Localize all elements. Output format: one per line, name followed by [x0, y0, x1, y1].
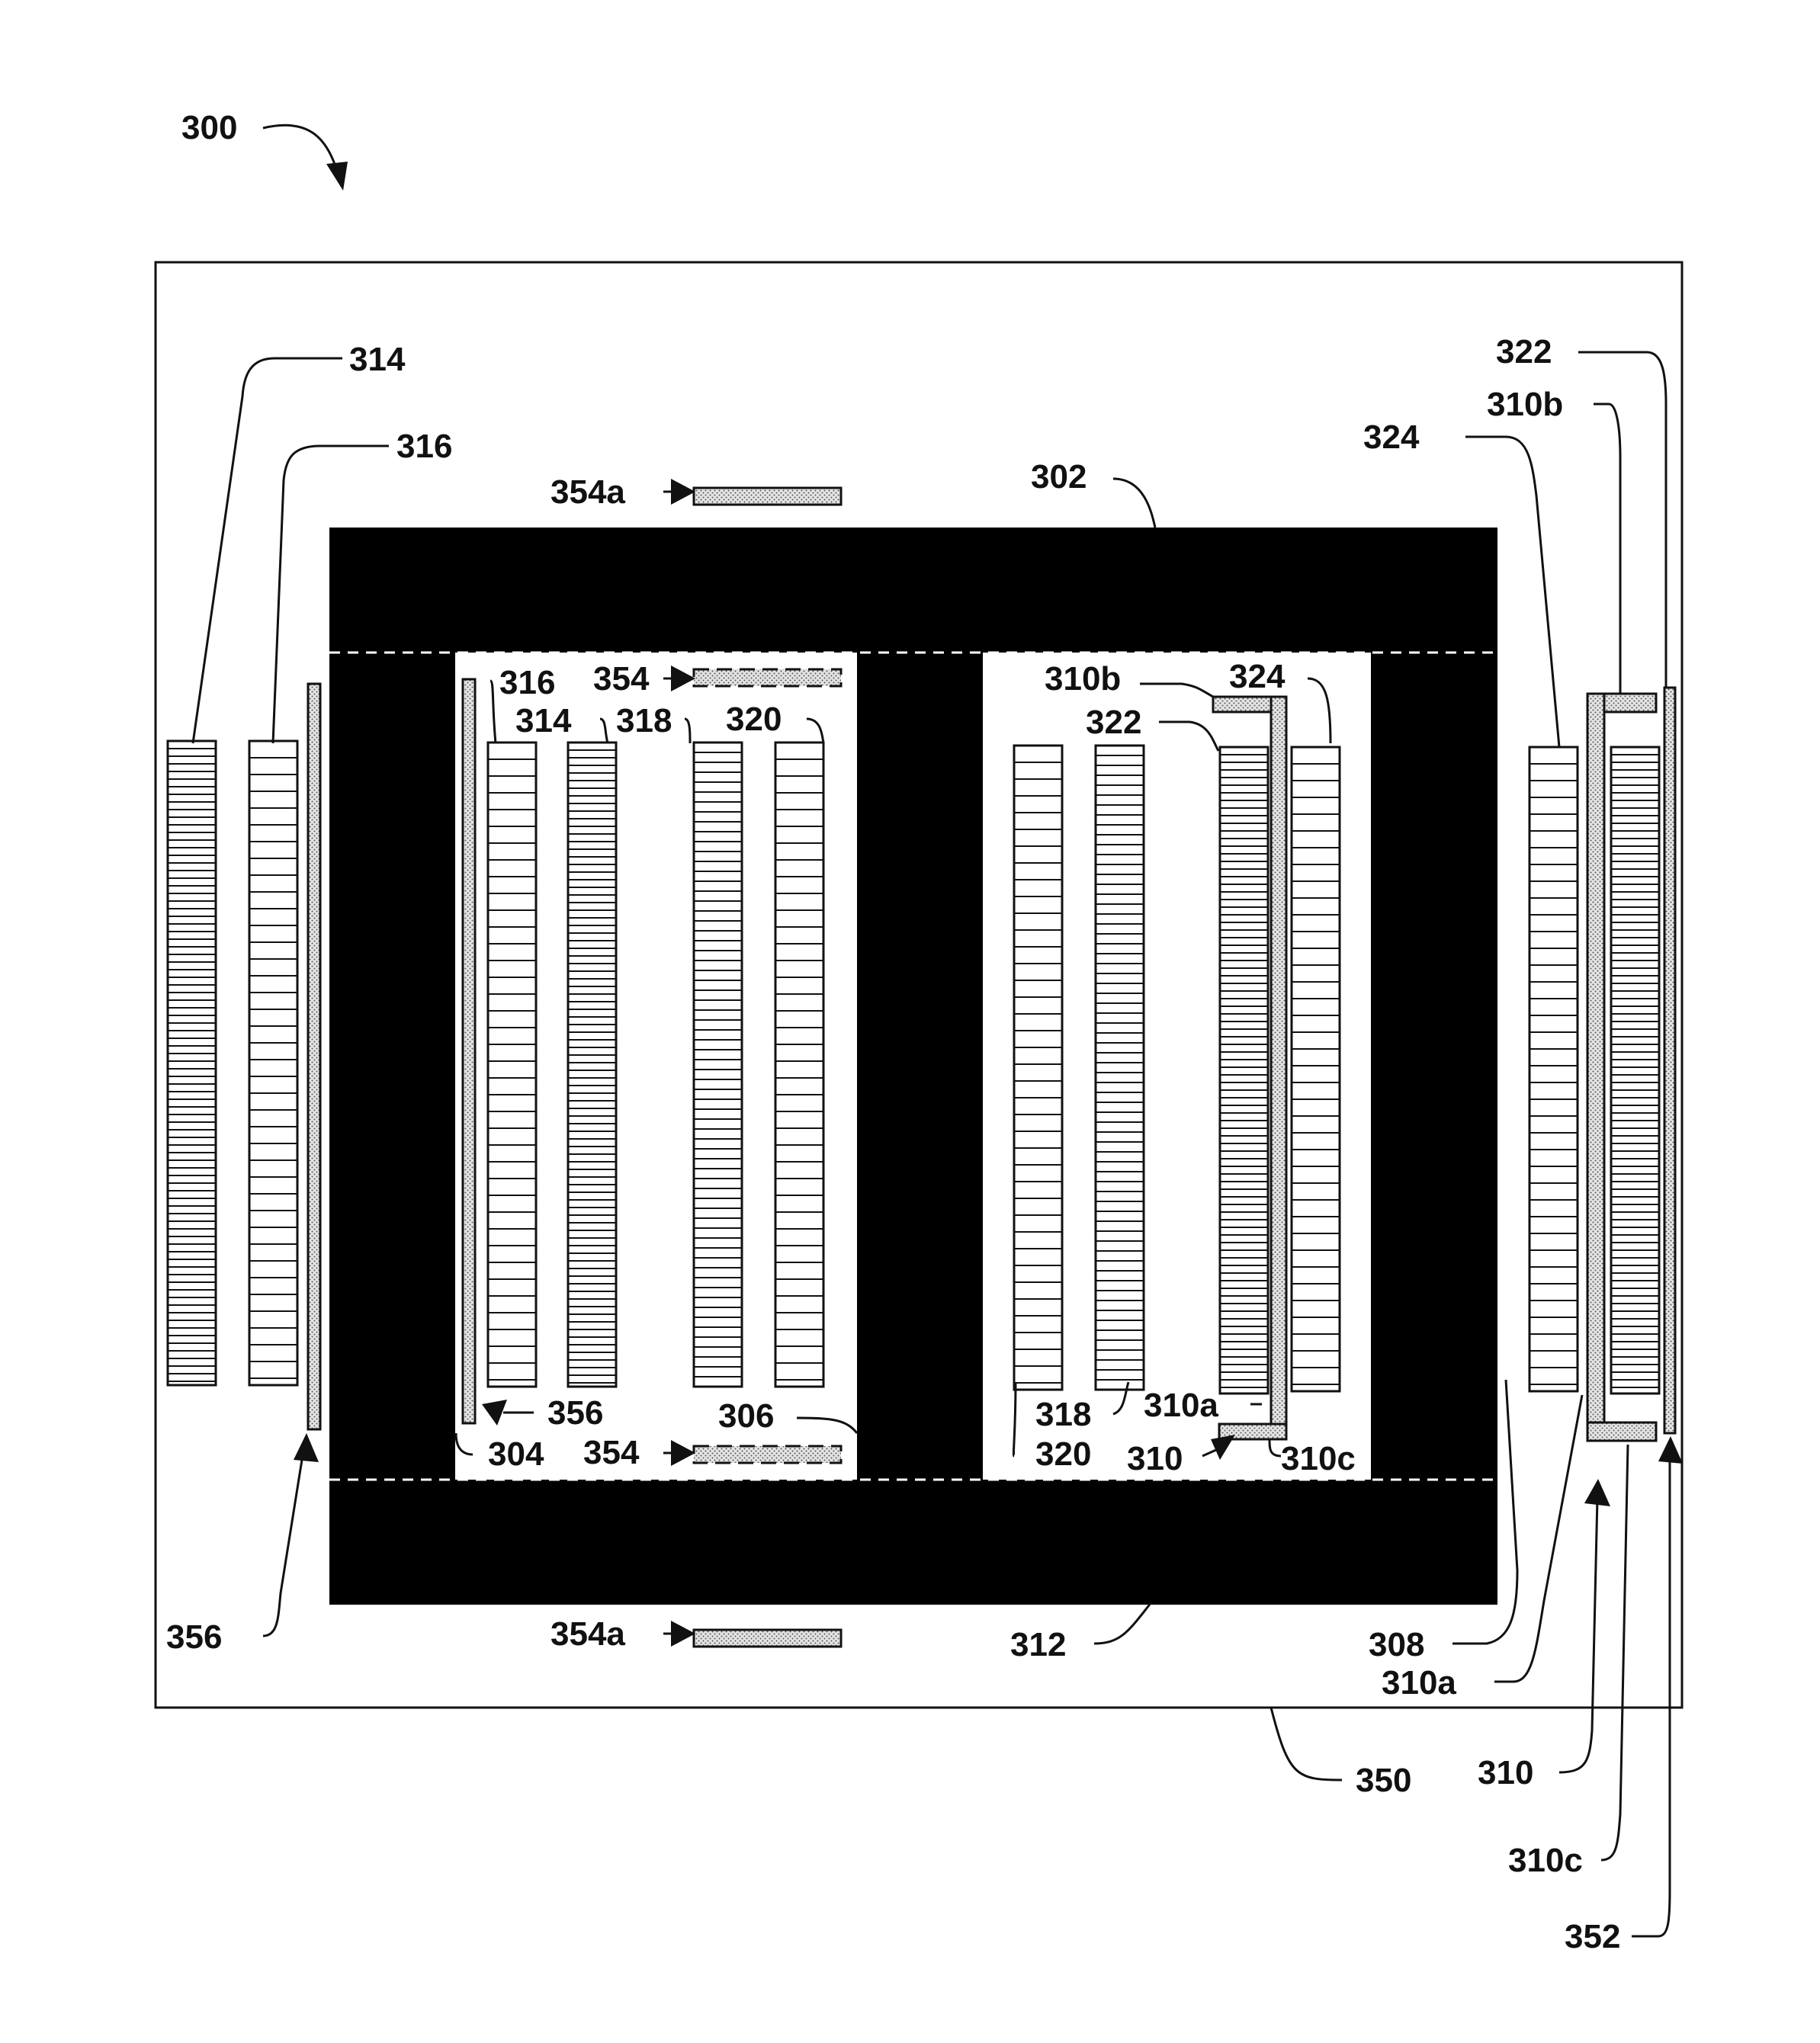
- label-320-right: 320: [1035, 1435, 1091, 1473]
- label-354a-bottom: 354a: [550, 1615, 625, 1653]
- label-354-bottom: 354: [583, 1434, 640, 1471]
- label-316-outer: 316: [396, 428, 452, 465]
- label-310b-outer: 310b: [1487, 386, 1563, 423]
- lead-312: [1094, 1602, 1151, 1644]
- coil-314-left-window: [568, 742, 616, 1387]
- coil-320-left-window: [775, 742, 823, 1387]
- plate-354-top: [694, 669, 841, 686]
- frame-310a-inner: [1271, 697, 1286, 1424]
- label-324-outer: 324: [1363, 419, 1420, 456]
- label-356-outer: 356: [166, 1618, 222, 1656]
- coil-314-outer: [168, 741, 216, 1385]
- coil-324-right-window: [1292, 747, 1340, 1391]
- lead-322-out: [1578, 352, 1666, 688]
- label-318-inner: 318: [616, 702, 672, 739]
- figure-arrowhead: [326, 162, 348, 191]
- label-354-top: 354: [593, 660, 650, 698]
- label-322-inner: 322: [1086, 704, 1141, 741]
- shield-356-outer-left: [308, 684, 320, 1429]
- shield-356-inner-left: [463, 679, 475, 1423]
- figure-number-label: 300: [181, 109, 237, 146]
- lead-356-out: [263, 1441, 305, 1636]
- lead-302: [1113, 479, 1155, 528]
- label-310c-outer: 310c: [1508, 1842, 1583, 1879]
- label-308: 308: [1369, 1626, 1424, 1663]
- figure-arrow-lead: [263, 125, 339, 179]
- arrow-354a-bottom: [671, 1621, 695, 1647]
- arrow-354a-top: [671, 479, 695, 505]
- coil-318-right-window: [1096, 746, 1144, 1390]
- label-310-outer: 310: [1478, 1754, 1533, 1791]
- label-318-right: 318: [1035, 1396, 1091, 1433]
- label-310b-inner: 310b: [1045, 660, 1121, 698]
- coil-316-left-window: [488, 742, 536, 1387]
- label-304: 304: [488, 1435, 544, 1473]
- plate-354a-bottom: [694, 1630, 841, 1647]
- lead-310c-out: [1601, 1445, 1628, 1860]
- label-352: 352: [1565, 1918, 1620, 1955]
- label-310-inner: 310: [1127, 1440, 1183, 1477]
- label-312: 312: [1010, 1626, 1066, 1663]
- label-316-inner: 316: [499, 664, 555, 701]
- lead-310a-out: [1494, 1395, 1582, 1682]
- coil-322-outer: [1611, 747, 1659, 1394]
- coil-320-right-window: [1014, 746, 1062, 1390]
- label-356-inner: 356: [547, 1394, 603, 1432]
- label-324-inner: 324: [1229, 658, 1286, 695]
- label-314-outer: 314: [349, 341, 406, 378]
- lead-350: [1271, 1708, 1342, 1780]
- coil-322-right-window: [1220, 747, 1268, 1394]
- label-350: 350: [1356, 1762, 1411, 1799]
- label-314-inner: 314: [515, 702, 572, 739]
- label-310a-inner: 310a: [1144, 1387, 1218, 1424]
- coil-316-outer: [249, 741, 297, 1385]
- lead-352: [1632, 1448, 1670, 1936]
- lead-310b-out: [1594, 404, 1620, 694]
- arrow-356-out: [294, 1433, 319, 1462]
- label-306: 306: [718, 1397, 774, 1435]
- label-354a-top: 354a: [550, 473, 625, 511]
- label-302: 302: [1031, 458, 1087, 496]
- frame-310c-outer: [1587, 1422, 1656, 1441]
- arrow-310-out: [1584, 1479, 1610, 1506]
- arrow-352: [1658, 1436, 1683, 1464]
- lead-310-out: [1559, 1498, 1597, 1772]
- label-322-outer: 322: [1496, 333, 1552, 370]
- coil-324-outer: [1530, 747, 1578, 1391]
- label-310c-inner: 310c: [1281, 1440, 1356, 1477]
- label-310a-outer: 310a: [1382, 1664, 1456, 1701]
- label-320-inner: 320: [726, 701, 782, 738]
- frame-310a-outer: [1587, 694, 1604, 1439]
- coil-318-left-window: [694, 742, 742, 1387]
- plate-354-bottom: [694, 1446, 841, 1463]
- plate-354a-top: [694, 488, 841, 505]
- shield-352: [1664, 688, 1675, 1433]
